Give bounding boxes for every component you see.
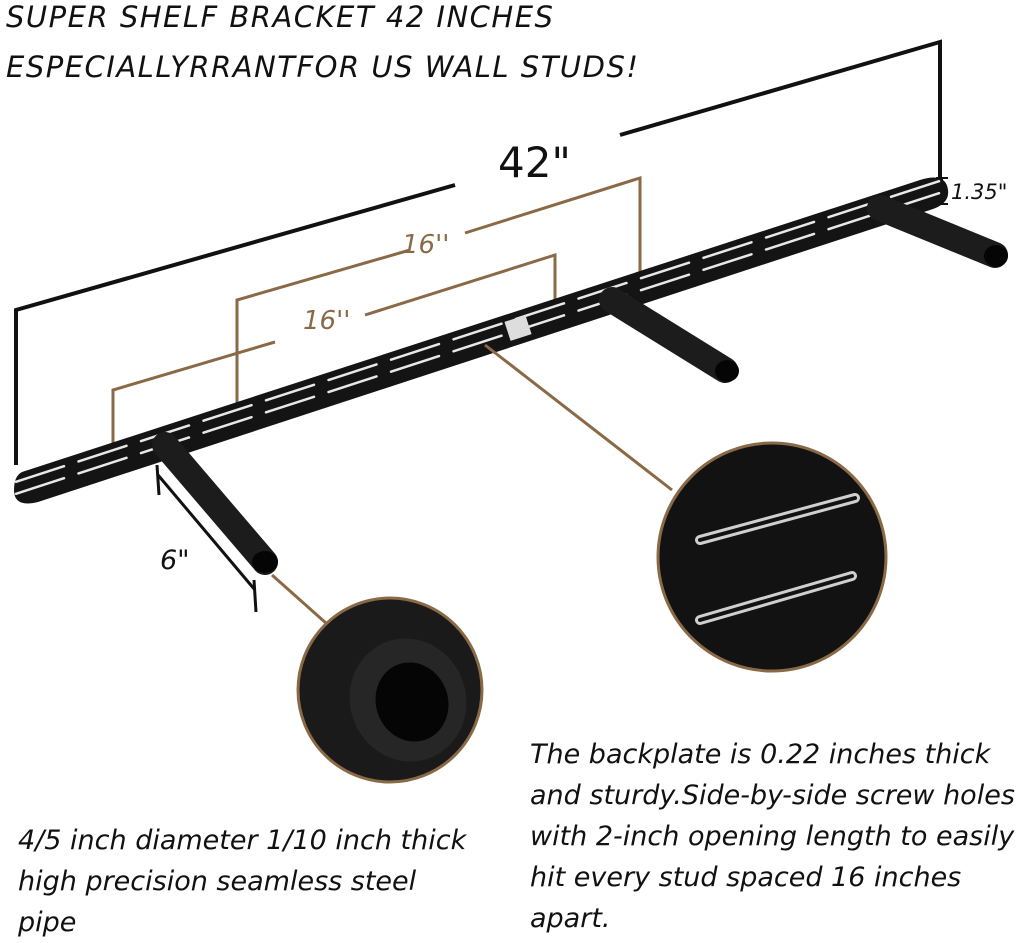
backplate bbox=[14, 177, 949, 504]
rod-length-label: 6" bbox=[160, 545, 190, 576]
backplate-slot bbox=[264, 383, 316, 402]
backplate-slot bbox=[14, 476, 66, 496]
backplate-slot bbox=[452, 334, 503, 353]
backplate-slot bbox=[764, 232, 816, 251]
height-label: 1.35" bbox=[951, 180, 1008, 204]
backplate-slot bbox=[202, 403, 253, 422]
backplate-slot bbox=[639, 261, 691, 280]
support-rods bbox=[152, 195, 1008, 575]
rod-right bbox=[867, 195, 1008, 268]
backplate-slot bbox=[577, 281, 628, 300]
rod-left-end bbox=[252, 551, 278, 573]
rod-middle bbox=[599, 287, 738, 383]
rod-right-end bbox=[984, 245, 1008, 267]
stud-spacing-label-outer: 16'' bbox=[402, 230, 450, 260]
backplate-slot bbox=[702, 253, 753, 272]
backplate-slot bbox=[327, 363, 378, 382]
backplate-slot bbox=[327, 375, 378, 394]
stud-label-sticker bbox=[504, 315, 532, 341]
backplate-slot bbox=[14, 464, 66, 484]
backplate-slot bbox=[889, 179, 941, 199]
rod-left bbox=[152, 432, 278, 575]
backplate-slot bbox=[764, 220, 816, 239]
stud-spacing-label-inner: 16'' bbox=[303, 306, 351, 336]
length-label: 42" bbox=[498, 138, 571, 187]
backplate-slot bbox=[77, 444, 128, 463]
backplate-slot bbox=[202, 415, 253, 434]
backplate-slot bbox=[452, 322, 503, 341]
backplate-slot bbox=[702, 241, 753, 260]
backplate-slot bbox=[389, 342, 441, 361]
title-line-1: SUPER SHELF BRACKET 42 INCHES bbox=[6, 0, 555, 34]
backplate-slot bbox=[77, 456, 128, 475]
backplate-slot bbox=[639, 273, 691, 292]
backplate-slot bbox=[264, 395, 316, 414]
zoom-backplate-slots bbox=[656, 441, 888, 673]
pipe-caption: 4/5 inch diameter 1/10 inch thick high p… bbox=[18, 825, 467, 938]
zoom-pipe-end bbox=[296, 596, 484, 784]
title-line-2: ESPECIALLYRRANTFOR US WALL STUDS! bbox=[6, 50, 640, 84]
rod-length-dimension bbox=[155, 464, 258, 613]
backplate-caption: The backplate is 0.22 inches thick and s… bbox=[530, 739, 1015, 934]
backplate-slot bbox=[389, 354, 441, 373]
length-dimension-line bbox=[14, 39, 942, 465]
backplate-slot bbox=[827, 212, 878, 231]
rod-middle-end bbox=[715, 360, 739, 382]
stud-spacing-guide-outer bbox=[235, 175, 642, 428]
